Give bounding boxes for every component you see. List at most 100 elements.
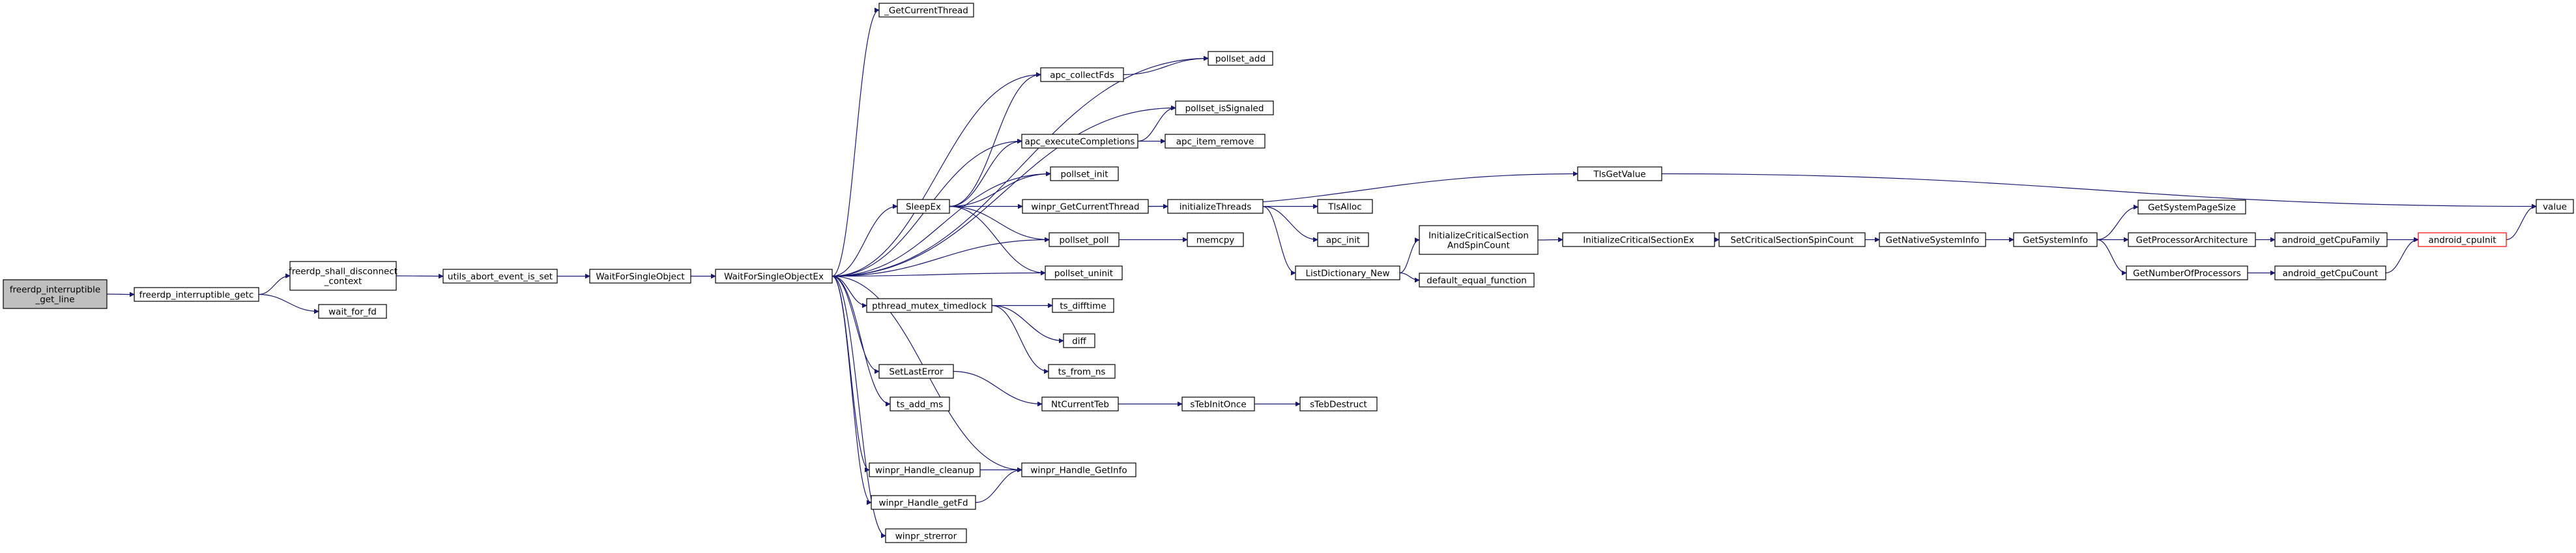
node-box — [2274, 232, 2388, 247]
node-apcremove[interactable]: apc_item_remove — [1165, 134, 1266, 149]
edge-tlsget-to-value — [1661, 173, 2536, 207]
node-gct[interactable]: _GetCurrentThread — [878, 3, 974, 18]
edge-wfsoex-to-sleepex — [832, 207, 897, 277]
edge-cpuinit-to-value — [2506, 207, 2537, 241]
node-label: winpr_GetCurrentThread — [1031, 202, 1139, 213]
node-waitfd[interactable]: wait_for_fd — [318, 304, 387, 319]
node-value[interactable]: value — [2536, 199, 2574, 214]
edge-sleepex-to-apcexec — [949, 142, 1022, 207]
node-apcexec[interactable]: apc_executeCompletions — [1021, 134, 1138, 149]
node-tebdestruct[interactable]: sTebDestruct — [1299, 396, 1378, 411]
node-box — [866, 298, 992, 313]
node-box — [1049, 232, 1120, 247]
node-label: apc_executeCompletions — [1025, 137, 1135, 147]
node-abort[interactable]: utils_abort_event_is_set — [442, 269, 558, 284]
node-initthreads[interactable]: initializeThreads — [1167, 199, 1264, 214]
node-box — [1419, 273, 1535, 288]
node-getfd[interactable]: winpr_Handle_getFd — [871, 495, 976, 510]
node-label: freerdp_shall_disconnect — [289, 267, 398, 277]
node-box — [1021, 134, 1138, 149]
node-polladd[interactable]: pollset_add — [1208, 51, 1273, 66]
node-cpuinit[interactable]: android_cpuInit — [2418, 232, 2507, 247]
node-label: default_equal_function — [1426, 276, 1527, 286]
node-cpucount[interactable]: android_getCpuCount — [2274, 265, 2386, 280]
node-setlast[interactable]: SetLastError — [878, 364, 954, 379]
node-sleepex[interactable]: SleepEx — [897, 199, 950, 214]
node-fromns[interactable]: ts_from_ns — [1048, 364, 1116, 379]
node-label: NtCurrentTeb — [1051, 400, 1109, 410]
node-label: winpr_Handle_GetInfo — [1030, 466, 1127, 476]
node-cpufamily[interactable]: android_getCpuFamily — [2274, 232, 2388, 247]
node-box — [1063, 333, 1095, 348]
node-label: sTebInitOnce — [1190, 400, 1246, 410]
node-getnative[interactable]: GetNativeSystemInfo — [1879, 232, 1986, 247]
node-getsys[interactable]: GetSystemInfo — [2013, 232, 2098, 247]
node-diff[interactable]: diff — [1063, 333, 1095, 348]
node-root[interactable]: freerdp_interruptible_get_line — [3, 279, 108, 309]
node-label: apc_init — [1326, 235, 1360, 246]
node-wfso[interactable]: WaitForSingleObject — [589, 269, 691, 284]
node-label: wait_for_fd — [328, 307, 377, 318]
node-mtx[interactable]: pthread_mutex_timedlock — [866, 298, 992, 313]
node-setcsspin[interactable]: SetCriticalSectionSpinCount — [1718, 232, 1866, 247]
edge-getsys-to-pagesize — [2096, 207, 2139, 241]
node-memcpy[interactable]: memcpy — [1187, 232, 1244, 247]
node-box — [1562, 232, 1715, 247]
node-box — [885, 528, 967, 543]
node-getc[interactable]: freerdp_interruptible_getc — [134, 287, 259, 302]
node-pollinit[interactable]: pollset_init — [1050, 166, 1119, 181]
edge-wfsoex-to-apccollect — [832, 75, 1041, 277]
node-apccollect[interactable]: apc_collectFds — [1040, 67, 1124, 82]
node-defeq[interactable]: default_equal_function — [1419, 273, 1535, 288]
node-difftime[interactable]: ts_difftime — [1052, 298, 1114, 313]
node-box — [1022, 199, 1149, 214]
node-label: InitializeCriticalSection — [1428, 231, 1529, 241]
node-getinfo[interactable]: winpr_Handle_GetInfo — [1021, 462, 1136, 477]
edge-wfsoex-to-polladd — [832, 59, 1208, 277]
node-label: WaitForSingleObjectEx — [724, 272, 824, 282]
node-pollpoll[interactable]: pollset_poll — [1049, 232, 1120, 247]
node-label: _GetCurrentThread — [884, 6, 968, 16]
node-strerror[interactable]: winpr_strerror — [885, 528, 967, 543]
node-label: winpr_Handle_cleanup — [875, 466, 974, 476]
node-box — [1181, 396, 1255, 411]
node-tlsget[interactable]: TlsGetValue — [1577, 166, 1662, 181]
node-polluninit[interactable]: pollset_uninit — [1045, 265, 1123, 280]
node-addms[interactable]: ts_add_ms — [890, 396, 950, 411]
node-procarch[interactable]: GetProcessorArchitecture — [2128, 232, 2256, 247]
node-wfsoex[interactable]: WaitForSingleObjectEx — [715, 269, 833, 284]
node-label: android_getCpuCount — [2283, 269, 2379, 279]
node-pagesize[interactable]: GetSystemPageSize — [2137, 200, 2246, 215]
edge-icsspin-to-icsex — [1537, 240, 1563, 241]
node-wgct[interactable]: winpr_GetCurrentThread — [1022, 199, 1149, 214]
node-label: pollset_init — [1060, 170, 1108, 180]
node-box — [871, 495, 976, 510]
edge-listdict-to-defeq — [1399, 272, 1420, 280]
edge-initthreads-to-apcinit — [1262, 205, 1318, 240]
node-box — [318, 304, 387, 319]
node-box — [2536, 199, 2574, 214]
node-pollsig[interactable]: pollset_isSignaled — [1175, 100, 1274, 115]
node-box — [1041, 396, 1119, 411]
node-label: GetSystemInfo — [2023, 235, 2088, 246]
edge-wfsoex-to-pollpoll — [832, 240, 1049, 277]
edge-mtx-to-diff — [991, 305, 1064, 341]
node-tlsalloc[interactable]: TlsAlloc — [1317, 199, 1373, 214]
edge-sleepex-to-polluninit — [949, 205, 1045, 273]
node-label: ListDictionary_New — [1305, 269, 1389, 279]
node-icsex[interactable]: InitializeCriticalSectionEx — [1562, 232, 1715, 247]
node-listdict[interactable]: ListDictionary_New — [1295, 265, 1400, 280]
node-numproc[interactable]: GetNumberOfProcessors — [2126, 265, 2248, 280]
node-cleanup[interactable]: winpr_Handle_cleanup — [869, 462, 981, 477]
node-label: pthread_mutex_timedlock — [872, 301, 987, 312]
node-ntteb[interactable]: NtCurrentTeb — [1041, 396, 1119, 411]
node-box — [878, 3, 974, 18]
node-label: SleepEx — [906, 202, 941, 213]
node-label: pollset_add — [1215, 54, 1266, 65]
node-shall[interactable]: freerdp_shall_disconnect_context — [289, 261, 398, 291]
node-box — [1048, 364, 1116, 379]
node-tebonce[interactable]: sTebInitOnce — [1181, 396, 1255, 411]
node-apcinit[interactable]: apc_init — [1317, 232, 1369, 247]
